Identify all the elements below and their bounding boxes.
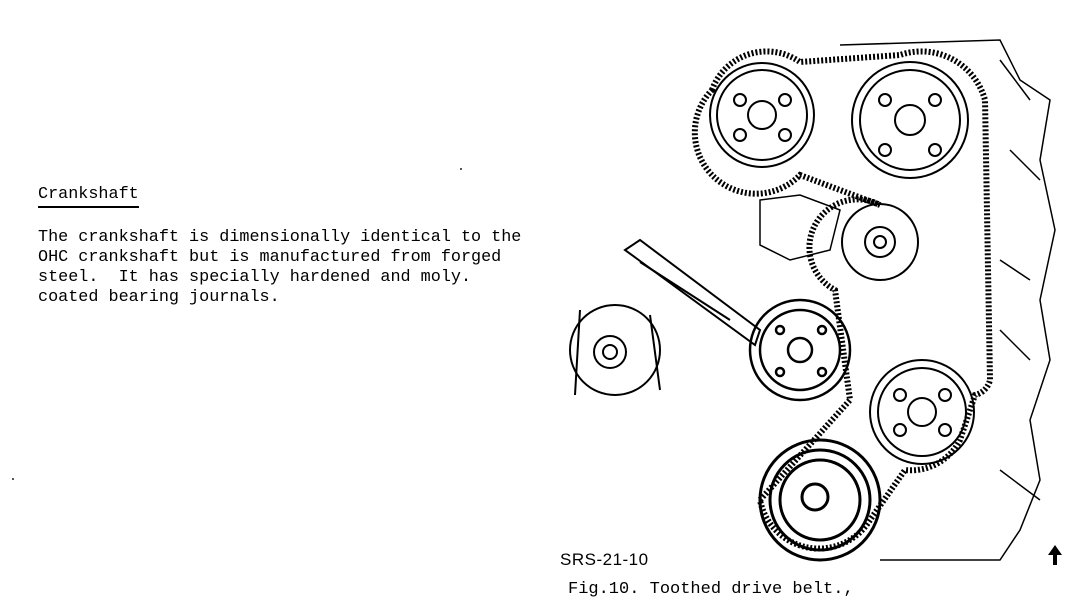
up-arrow-icon <box>1048 545 1062 565</box>
body-line: coated bearing journals. <box>38 288 280 307</box>
crankshaft-pulley <box>758 438 882 562</box>
engine-block-outline <box>759 39 1056 561</box>
scan-speck <box>12 478 14 480</box>
pump-pulley <box>748 298 852 402</box>
section-heading: Crankshaft <box>38 185 139 208</box>
figure-id-label: SRS-21-10 <box>560 550 649 569</box>
body-line: OHC crankshaft but is manufactured from … <box>38 248 502 267</box>
toothed-drive-belt <box>691 48 994 552</box>
alternator-bracket <box>623 238 762 347</box>
camshaft-gear-right <box>851 61 969 179</box>
engine-belt-illustration <box>569 39 1062 565</box>
camshaft-gear-left <box>709 62 815 168</box>
figure-caption: Fig.10. Toothed drive belt., <box>568 580 854 599</box>
intermediate-sprocket <box>869 359 975 465</box>
body-line: steel. It has specially hardened and mol… <box>38 268 472 287</box>
section-body: The crankshaft is dimensionally identica… <box>38 228 521 308</box>
alternator <box>569 304 661 396</box>
body-line: The crankshaft is dimensionally identica… <box>38 228 522 247</box>
belt-tensioner <box>841 203 919 281</box>
scan-speck <box>460 168 462 170</box>
